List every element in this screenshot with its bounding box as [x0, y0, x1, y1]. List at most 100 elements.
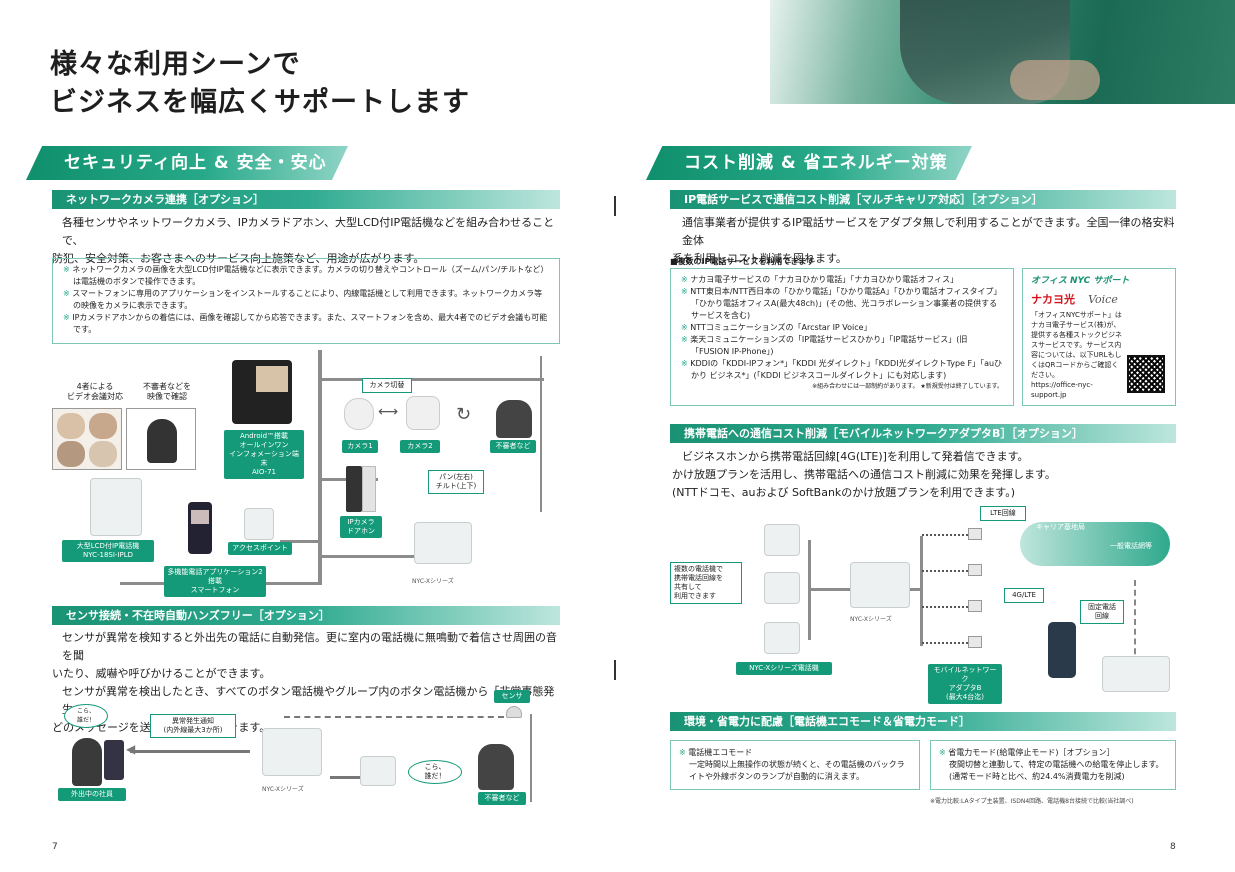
- multi-phone-label: 複数の電話機で 携帯電話回線を 共有して 利用できます: [670, 562, 742, 604]
- phones-label: NYC-Xシリーズ電話機: [736, 662, 832, 675]
- camera2-label: カメラ2: [400, 440, 440, 453]
- general-network-label: 一般電話網等: [1110, 542, 1152, 550]
- phone-line: [808, 588, 850, 591]
- mobile-phone-image: [1048, 622, 1076, 678]
- adapter-line: [910, 588, 920, 591]
- ip-body-line1: 通信事業者が提供するIP電話サービスをアダプタ無しで利用することができます。全国…: [682, 216, 1175, 247]
- fold-mark: [614, 196, 616, 216]
- adapter-image-4: [968, 636, 982, 648]
- sensor-body: センサが異常を検知すると外出先の電話に自動発信。更に室内の電話機に無鳴動で着信さ…: [52, 629, 562, 737]
- sensor-body-line1: センサが異常を検知すると外出先の電話に自動発信。更に室内の電話機に無鳴動で着信さ…: [62, 631, 557, 662]
- network-line: [318, 378, 544, 381]
- ip-item-5: ※ KDDIの「KDDI-IPフォン*」「KDDI 光ダイレクト」「KDDI光ダ…: [681, 359, 1003, 380]
- adapter-image-3: [968, 600, 982, 612]
- eco-mode-box: ※ 電話機エコモード 一定時間以上無操作の状態が続くと、その電話機のバックライト…: [670, 740, 920, 790]
- alert-arrow-line: [130, 750, 250, 753]
- support-url[interactable]: https://office-nyc-support.jp: [1031, 381, 1093, 399]
- ip-footnote: ※組み合わせには一部制約があります。 ★新規受付は終了しています。: [812, 383, 1003, 390]
- sensor-body-line2: いたり、威嚇や呼びかけることができます。: [52, 667, 271, 680]
- intruder-image: [478, 744, 514, 790]
- ip-item-4: ※ 楽天コミュニケーションズの「IP電話サービスひかり」「IP電話サービス」(旧…: [681, 335, 968, 356]
- camera-heading: ネットワークカメラ連携［オプション］: [52, 190, 560, 209]
- ip-body-line2: 系を利用しコスト削減を図れます。: [672, 252, 847, 265]
- camera-notes: ※ ネットワークカメラの画像を大型LCD付IP電話機などに表示できます。カメラの…: [52, 258, 560, 344]
- doorphone-unit-image: [362, 466, 376, 512]
- nyc-unit-label-3: NYC-Xシリーズ: [850, 616, 892, 623]
- employee-label: 外出中の社員: [58, 788, 126, 801]
- desk-phone-image: [360, 756, 396, 786]
- page-title-line1: 様々な利用シーンで: [50, 49, 301, 80]
- sensor-label: センサ: [494, 690, 530, 703]
- fixed-dashed-line: [1134, 580, 1136, 664]
- mobile-body-line3: (NTTドコモ、auおよび SoftBankのかけ放題プランを利用できます。): [672, 486, 1015, 499]
- power-save-title: ※ 省電力モード(給電停止モード)［オプション］: [939, 748, 1115, 757]
- smartphone-label: 多機能電話アプリケーション2搭載 スマートフォン: [164, 566, 266, 597]
- doorphone-image: [346, 466, 362, 512]
- pan-tilt-label: パン(左右) チルト(上下): [428, 470, 484, 494]
- aio-terminal-label: Android™搭載 オールインワン インフォメーション端末 AIO-71: [224, 430, 304, 479]
- ip-item-3: ※ NTTコミュニケーションズの「Arcstar IP Voice」: [681, 323, 872, 332]
- suspicious-view-label: 不審者などを 映像で確認: [143, 382, 191, 401]
- mobile-body-line2: かけ放題プランを活用し、携帯電話への通信コスト削減に効果を発揮します。: [672, 468, 1056, 481]
- adapter-line: [920, 536, 923, 646]
- cost-banner: コスト削減 & 省エネルギー対策: [646, 146, 972, 180]
- doorphone-label: IPカメラ ドアホン: [340, 516, 382, 538]
- adapter-image-2: [968, 564, 982, 576]
- access-point-label: アクセスポイント: [228, 542, 292, 555]
- big-lcd-phone-label: 大型LCD付IP電話機 NYC-18SI-IPLD: [62, 540, 154, 562]
- g4-label: 4G/LTE: [1004, 588, 1044, 603]
- camera2-image: [406, 396, 440, 430]
- suspicious-label: 不審者など: [490, 440, 536, 453]
- power-save-box: ※ 省電力モード(給電停止モード)［オプション］ 夜間切替と連動して、特定の電話…: [930, 740, 1176, 790]
- mobile-body-line1: ビジネスホンから携帯電話回線[4G(LTE)]を利用して発着信できます。: [682, 450, 1029, 463]
- fixed-device-image: [1102, 656, 1170, 692]
- nyc-unit-label-2: NYC-Xシリーズ: [262, 786, 304, 793]
- sensor-image: [506, 706, 522, 718]
- mobile-body: ビジネスホンから携帯電話回線[4G(LTE)]を利用して発着信できます。 かけ放…: [672, 448, 1178, 502]
- employee-phone-image: [104, 740, 124, 780]
- desk-phone-image-3: [764, 622, 800, 654]
- camera-body-line1: 各種センサやネットワークカメラ、IPカメラドアホン、大型LCD付IP電話機などを…: [62, 216, 555, 247]
- power-save-text: 夜間切替と連動して、特定の電話機への給電を停止します。(通常モード時と比べ、約2…: [949, 760, 1164, 781]
- voice-logo: Voice: [1088, 293, 1118, 306]
- page-number-left: 7: [52, 842, 58, 852]
- network-line: [318, 350, 322, 584]
- ip-item-2: ※ NTT東日本/NTT西日本の「ひかり電話」「ひかり電話A」「ひかり電話オフィ…: [681, 287, 1002, 320]
- page-title-line2: ビジネスを幅広くサポートします: [50, 87, 470, 118]
- video-conference-screen: [52, 408, 122, 470]
- network-line: [280, 540, 320, 543]
- fold-mark: [614, 660, 616, 680]
- hand-image: [1010, 60, 1100, 100]
- nyc-unit-image-3: [850, 562, 910, 608]
- qr-code-icon: [1127, 355, 1165, 393]
- nyc-unit-image: [414, 522, 472, 564]
- door-line-2: [530, 714, 532, 802]
- eco-heading: 環境・省電力に配慮［電話機エコモード＆省電力モード］: [670, 712, 1176, 731]
- desk-phone-image-2: [764, 572, 800, 604]
- big-lcd-phone-image: [90, 478, 142, 536]
- adapter-label: モバイルネットワーク アダプタB (最大4台迄): [928, 664, 1002, 704]
- carrier-label: キャリア基地局: [1036, 523, 1085, 531]
- page-title: 様々な利用シーンで ビジネスを幅広くサポートします: [50, 46, 470, 122]
- support-box: オフィス NYC サポート ナカヨ光 Voice 「オフィスNYCサポート」はナ…: [1022, 268, 1176, 406]
- security-banner: セキュリティ向上 & 安全・安心: [26, 146, 348, 180]
- lte-label: LTE回線: [980, 506, 1026, 521]
- camera-note-3: ※ IPカメラドアホンからの着信には、画像を確認してから応答できます。また、スマ…: [63, 313, 548, 334]
- camera1-label: カメラ1: [342, 440, 378, 453]
- ip-item-1: ※ ナカヨ電子サービスの「ナカヨひかり電話」「ナカヨひかり電話オフィス」: [681, 275, 959, 284]
- mobile-heading: 携帯電話への通信コスト削減［モバイルネットワークアダプタB］［オプション］: [670, 424, 1176, 443]
- support-logo: ナカヨ光 Voice: [1031, 288, 1167, 310]
- ip-body: 通信事業者が提供するIP電話サービスをアダプタ無しで利用することができます。全国…: [672, 214, 1178, 268]
- adapter-link: [922, 570, 968, 572]
- camera-note-1: ※ ネットワークカメラの画像を大型LCD付IP電話機などに表示できます。カメラの…: [63, 265, 549, 286]
- adapter-link: [922, 606, 968, 608]
- support-title: オフィス NYC サポート: [1031, 276, 1130, 286]
- eco-mode-title: ※ 電話機エコモード: [679, 748, 753, 757]
- nyc-unit-label: NYC-Xシリーズ: [412, 578, 454, 585]
- sensor-heading: センサ接続・不在時自動ハンズフリー［オプション］: [52, 606, 560, 625]
- camera-switch-label: カメラ切替: [362, 378, 412, 393]
- network-cloud: [1020, 522, 1170, 566]
- switch-arrow-icon: ⟷: [378, 404, 399, 420]
- sensor-body-line3: センサが異常を検出したとき、すべてのボタン電話機やグループ内のボタン電話機から「…: [62, 685, 555, 716]
- access-point-image: [244, 508, 274, 540]
